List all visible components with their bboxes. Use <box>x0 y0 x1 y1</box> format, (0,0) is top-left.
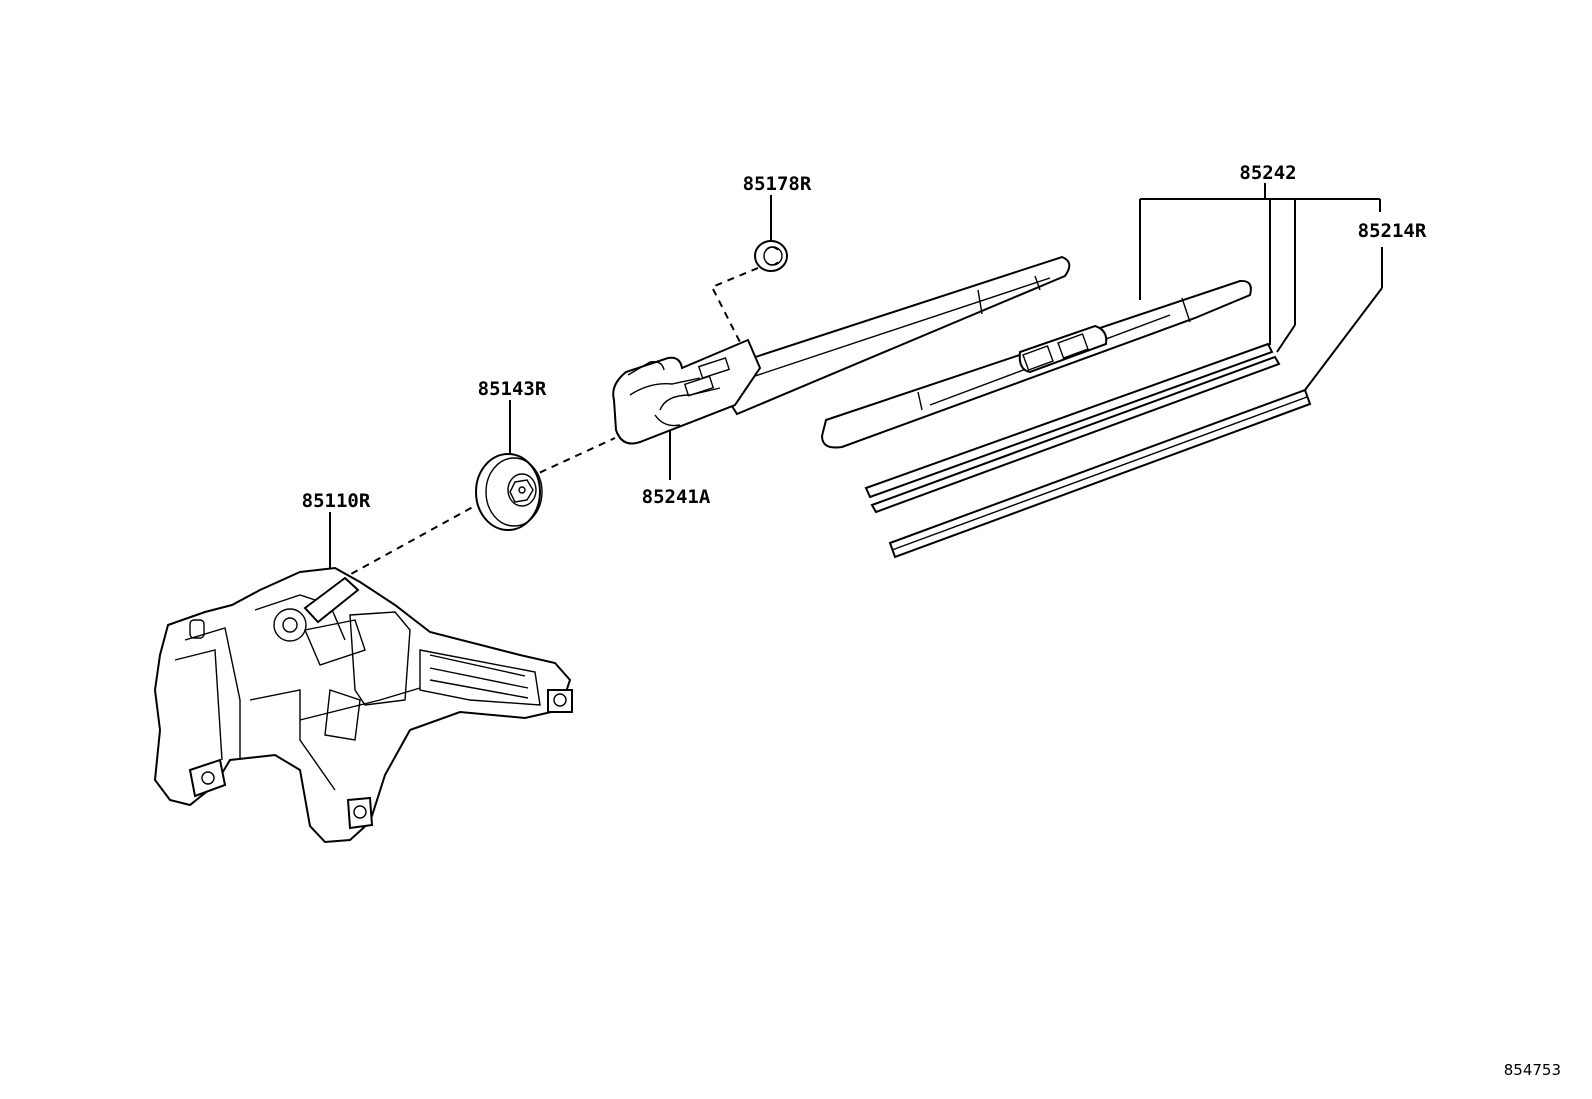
leader-lines <box>329 183 1383 568</box>
cap-part <box>475 453 543 531</box>
label-85178R: 85178R <box>743 173 812 195</box>
figure-code: 854753 <box>1504 1061 1561 1079</box>
wiper-blade-part <box>820 279 1281 514</box>
wiper-arm-part <box>612 255 1071 445</box>
wiper-rubber-part <box>888 388 1312 559</box>
grommet-part <box>754 240 788 272</box>
assembly-lines <box>339 267 759 581</box>
label-85143R: 85143R <box>478 378 547 400</box>
label-85110R: 85110R <box>302 490 371 512</box>
label-85241A: 85241A <box>642 486 711 508</box>
label-85214R: 85214R <box>1358 220 1427 242</box>
wiper-motor-part <box>153 566 573 844</box>
label-85242: 85242 <box>1239 162 1296 184</box>
